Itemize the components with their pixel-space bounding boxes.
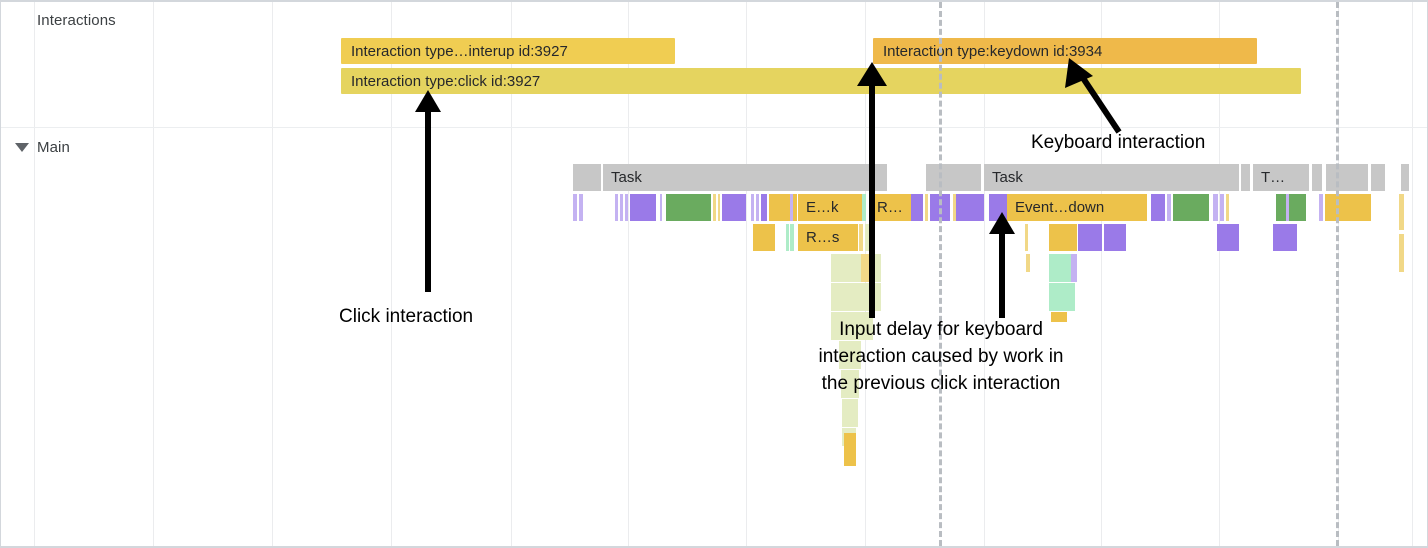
flame-bar-d1-34[interactable] [1325, 194, 1371, 221]
interaction-bar-keydown[interactable]: Interaction type:keydown id:3934 [873, 38, 1257, 64]
gridline-5 [628, 2, 629, 546]
flame-bar-d2-10[interactable] [1217, 224, 1239, 251]
gridline-3 [391, 2, 392, 546]
flame-bar-d1-7[interactable] [666, 194, 711, 221]
flame-bar-d1-18[interactable] [863, 194, 866, 221]
flame-stack-keydown-4[interactable] [1026, 254, 1030, 272]
gridline-4 [511, 2, 512, 546]
event-bar-render-step[interactable]: R…s [798, 224, 853, 251]
flame-bar-d2-7[interactable] [1049, 224, 1077, 251]
flame-bar-d2-3[interactable] [853, 224, 858, 251]
track-divider [1, 127, 1427, 128]
task-row-segment-right3[interactable] [1371, 164, 1379, 191]
track-label-interactions[interactable]: Interactions [37, 12, 116, 29]
flame-bar-d1-29[interactable] [1220, 194, 1224, 221]
gridline-9 [1101, 2, 1102, 546]
arrow-input-delay-to-keydown [989, 212, 1015, 318]
flame-bar-d2-1[interactable] [786, 224, 789, 251]
event-bar-keydown-handler[interactable]: Event…down [1007, 194, 1147, 221]
arrow-keyboard-interaction [1065, 58, 1122, 134]
triangle-down-icon[interactable] [15, 143, 29, 152]
flame-stack-keydown-1[interactable] [1071, 254, 1077, 282]
task-row-segment-mid[interactable] [926, 164, 981, 191]
arrow-click-interaction [415, 90, 441, 292]
flame-bar-d1-0[interactable] [573, 194, 577, 221]
timing-marker-left[interactable] [939, 2, 942, 546]
task-row-segment-right5[interactable] [1401, 164, 1409, 191]
flame-stack-click-1[interactable] [861, 254, 869, 282]
flame-stack-keydown-2[interactable] [1049, 283, 1075, 311]
flame-bar-d1-11[interactable] [751, 194, 754, 221]
flame-bar-d1-10[interactable] [722, 194, 746, 221]
flame-stack-keydown-0[interactable] [1049, 254, 1075, 282]
event-bar-click-handler[interactable]: E…k [798, 194, 862, 221]
flame-bar-d2-2[interactable] [790, 224, 794, 251]
task-bar-2[interactable]: Task [984, 164, 1239, 191]
flame-stack-click-6[interactable] [842, 399, 858, 427]
flame-bar-d1-13[interactable] [761, 194, 767, 221]
flame-bar-d1-8[interactable] [713, 194, 716, 221]
flame-bar-d1-6[interactable] [660, 194, 662, 221]
flame-bar-d2-8[interactable] [1078, 224, 1102, 251]
flame-bar-d2-9[interactable] [1104, 224, 1126, 251]
annotation-input-delay: Input delay for keyboard interaction cau… [818, 319, 1064, 394]
flame-stack-keydown-3[interactable] [1051, 312, 1067, 322]
flame-bar-d1-20[interactable] [925, 194, 928, 221]
task-row-segment-left[interactable] [573, 164, 601, 191]
flame-bar-d1-27[interactable] [1173, 194, 1209, 221]
flame-bar-d1-28[interactable] [1213, 194, 1218, 221]
gridline-1 [153, 2, 154, 546]
flame-bar-d1-4[interactable] [625, 194, 628, 221]
flame-stack-click-8[interactable] [844, 433, 856, 466]
task-bar-1[interactable]: Task [603, 164, 887, 191]
flame-bar-d1-23[interactable] [956, 194, 984, 221]
flame-bar-d2-6[interactable] [1025, 224, 1028, 251]
event-bar-run-microtasks[interactable]: R… [869, 194, 911, 221]
flame-bar-d1-22[interactable] [953, 194, 956, 221]
gridline-12 [1412, 2, 1413, 546]
flame-bar-d1-9[interactable] [718, 194, 720, 221]
annotation-click-interaction: Click interaction [339, 306, 474, 327]
flame-stack-click-5[interactable] [841, 370, 859, 398]
arrow-input-delay-to-click [857, 62, 887, 318]
flame-bar-d1-33[interactable] [1319, 194, 1323, 221]
flame-bar-d2-4[interactable] [859, 224, 863, 251]
flame-bar-d1-19[interactable] [911, 194, 923, 221]
flame-bar-d2-0[interactable] [753, 224, 775, 251]
flame-bar-d1-30[interactable] [1226, 194, 1229, 221]
gridline-10 [1219, 2, 1220, 546]
task-row-segment-right4[interactable] [1377, 164, 1385, 191]
gridline-0 [34, 2, 35, 546]
flame-bar-d1-32[interactable] [1286, 194, 1289, 221]
gridline-8 [984, 2, 985, 546]
flame-bar-d2-5[interactable] [865, 224, 871, 251]
flame-stack-click-3[interactable] [831, 312, 873, 340]
task-bar-3[interactable]: T… [1253, 164, 1309, 191]
flame-bar-d1-3[interactable] [620, 194, 623, 221]
flame-bar-d1-5[interactable] [630, 194, 656, 221]
task-row-segment-right2[interactable] [1326, 164, 1368, 191]
flame-bar-d1-12[interactable] [756, 194, 759, 221]
task-row-segment-right1[interactable] [1312, 164, 1322, 191]
flame-bar-d1-1[interactable] [579, 194, 583, 221]
flame-bar-d1-16[interactable] [790, 194, 793, 221]
gridline-2 [272, 2, 273, 546]
timing-marker-right[interactable] [1336, 2, 1339, 546]
flame-tick-right-2[interactable] [1399, 234, 1404, 272]
gridline-6 [746, 2, 747, 546]
task-row-segment-mid2[interactable] [1241, 164, 1250, 191]
flame-stack-click-4[interactable] [839, 341, 861, 369]
flame-bar-d1-25[interactable] [1151, 194, 1165, 221]
interaction-bar-click[interactable]: Interaction type:click id:3927 [341, 68, 1301, 94]
flame-bar-d2-11[interactable] [1273, 224, 1297, 251]
annotation-keyboard-interaction: Keyboard interaction [1031, 132, 1206, 153]
flame-bar-d1-26[interactable] [1167, 194, 1171, 221]
flame-bar-d1-2[interactable] [615, 194, 618, 221]
flame-tick-right-1[interactable] [1399, 194, 1404, 230]
interaction-bar-pointerup[interactable]: Interaction type…interup id:3927 [341, 38, 675, 64]
track-label-main[interactable]: Main [37, 139, 70, 156]
flame-bar-d1-31[interactable] [1276, 194, 1306, 221]
